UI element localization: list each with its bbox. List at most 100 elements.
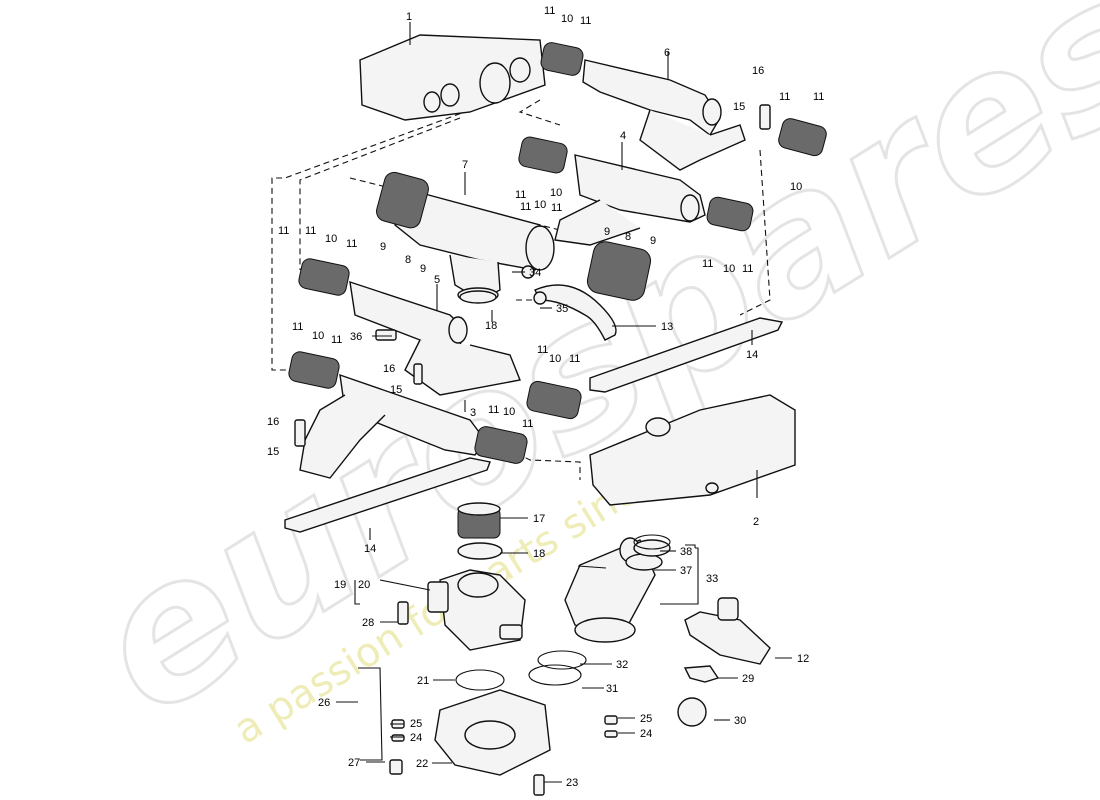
parts-17-18 bbox=[457, 290, 503, 560]
part-3-lower-manifold bbox=[299, 373, 486, 479]
part-33-airflow-housing bbox=[564, 537, 671, 643]
callout-18a: 18 bbox=[533, 548, 545, 560]
callout-15b: 15 bbox=[390, 384, 402, 396]
part-21-ring bbox=[455, 669, 505, 691]
part-14-gaskets bbox=[284, 317, 784, 533]
callout-18b: 18 bbox=[485, 320, 497, 332]
callout-21: 21 bbox=[417, 675, 429, 687]
callout-25b: 25 bbox=[640, 713, 652, 725]
callout-11r: 11 bbox=[520, 201, 531, 213]
callout-11a: 11 bbox=[544, 5, 555, 17]
callout-11c: 11 bbox=[515, 189, 526, 201]
callout-3: 3 bbox=[470, 407, 476, 419]
callout-22: 22 bbox=[416, 758, 428, 770]
callout-11q: 11 bbox=[278, 225, 289, 237]
part-5-manifold bbox=[349, 280, 521, 396]
callout-24a: 24 bbox=[410, 732, 422, 744]
callout-10f: 10 bbox=[549, 353, 561, 365]
callout-11l: 11 bbox=[569, 353, 580, 365]
part-1-upper-plenum bbox=[359, 34, 546, 121]
callout-11d: 11 bbox=[551, 202, 562, 214]
callout-23: 23 bbox=[566, 777, 578, 789]
callout-12: 12 bbox=[797, 653, 809, 665]
callout-16c: 16 bbox=[267, 416, 279, 428]
callout-9a: 9 bbox=[380, 241, 386, 253]
callout-7: 7 bbox=[462, 159, 468, 171]
callout-31: 31 bbox=[606, 683, 618, 695]
part-29-bracket bbox=[683, 665, 720, 683]
callout-8a: 8 bbox=[405, 254, 411, 266]
callout-11n: 11 bbox=[522, 418, 533, 430]
callout-33: 33 bbox=[706, 573, 718, 585]
part-2-lower-plenum bbox=[589, 394, 796, 506]
part-38-ring bbox=[633, 534, 671, 550]
callout-30: 30 bbox=[734, 715, 746, 727]
part-4-middle-pipe bbox=[554, 154, 706, 246]
callout-11h: 11 bbox=[331, 334, 342, 346]
callout-8b: 8 bbox=[625, 231, 631, 243]
callout-9c: 9 bbox=[604, 226, 610, 238]
part-13-hose bbox=[534, 284, 617, 341]
callout-4: 4 bbox=[620, 130, 626, 142]
callout-2: 2 bbox=[753, 516, 759, 528]
callout-16a: 16 bbox=[752, 65, 764, 77]
callouts: 1 2 3 4 5 6 7 8 8 9 9 9 9 10 10 10 10 10… bbox=[267, 5, 824, 789]
callout-36: 36 bbox=[350, 331, 362, 343]
part-19-throttle-body bbox=[427, 569, 526, 651]
part-12-injector bbox=[684, 597, 771, 665]
callout-10g: 10 bbox=[503, 406, 515, 418]
part-26-bracket bbox=[358, 667, 383, 761]
callout-10b: 10 bbox=[534, 199, 546, 211]
callout-11i: 11 bbox=[702, 258, 713, 270]
callout-38: 38 bbox=[680, 546, 692, 558]
callout-19: 19 bbox=[334, 579, 346, 591]
callout-25a: 25 bbox=[410, 718, 422, 730]
watermark-brand: eurospares bbox=[57, 0, 1100, 758]
part-35-clip bbox=[533, 291, 547, 305]
callout-20: 20 bbox=[358, 579, 370, 591]
callout-10e: 10 bbox=[723, 263, 735, 275]
callout-32: 32 bbox=[616, 659, 628, 671]
callout-14b: 14 bbox=[364, 543, 376, 555]
callout-10c: 10 bbox=[325, 233, 337, 245]
callout-15a: 15 bbox=[733, 101, 745, 113]
callout-11j: 11 bbox=[742, 263, 753, 275]
callout-14a: 14 bbox=[746, 349, 758, 361]
callout-11p: 11 bbox=[813, 91, 824, 103]
callout-1: 1 bbox=[406, 11, 412, 23]
part-22-base bbox=[434, 689, 551, 776]
hose-sleeves bbox=[288, 42, 827, 464]
callout-11o: 11 bbox=[779, 91, 790, 103]
part-30-clamp bbox=[677, 697, 707, 727]
callout-11e: 11 bbox=[305, 225, 316, 237]
part-6-upper-pipe bbox=[582, 59, 746, 171]
callout-11k: 11 bbox=[537, 344, 548, 356]
callout-35: 35 bbox=[556, 303, 568, 315]
callout-34: 34 bbox=[529, 267, 541, 279]
fasteners bbox=[294, 104, 771, 796]
callout-27: 27 bbox=[348, 757, 360, 769]
callout-6: 6 bbox=[664, 47, 670, 59]
callout-29: 29 bbox=[742, 673, 754, 685]
callout-10a: 10 bbox=[561, 13, 573, 25]
callout-10i: 10 bbox=[550, 187, 562, 199]
callout-15c: 15 bbox=[267, 446, 279, 458]
callout-5: 5 bbox=[434, 274, 440, 286]
callout-11f: 11 bbox=[346, 238, 357, 250]
watermark: eurospares a passion for parts since 198… bbox=[55, 0, 1100, 760]
part-32-ring bbox=[537, 650, 587, 670]
leader-lines bbox=[336, 22, 792, 783]
callout-11g: 11 bbox=[292, 321, 303, 333]
callout-9d: 9 bbox=[650, 235, 656, 247]
callout-10h: 10 bbox=[790, 181, 802, 193]
callout-13: 13 bbox=[661, 321, 673, 333]
part-31-ring bbox=[528, 664, 582, 686]
callout-17: 17 bbox=[533, 513, 545, 525]
callout-10d: 10 bbox=[312, 330, 324, 342]
callout-37: 37 bbox=[680, 565, 692, 577]
callout-28: 28 bbox=[362, 617, 374, 629]
callout-11b: 11 bbox=[580, 15, 591, 27]
callout-16b: 16 bbox=[383, 363, 395, 375]
callout-26: 26 bbox=[318, 697, 330, 709]
